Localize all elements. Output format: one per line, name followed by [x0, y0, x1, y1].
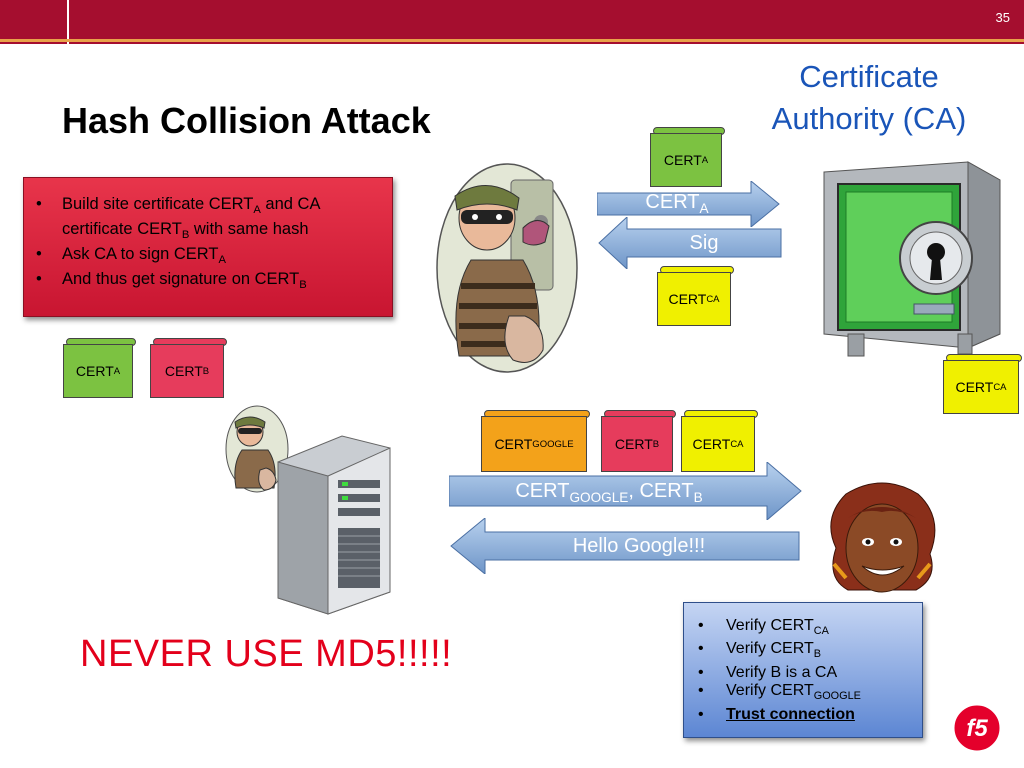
header-divider: [67, 0, 69, 44]
verify-step: Verify CERTB: [684, 640, 922, 663]
f5-logo-text: f5: [966, 715, 988, 742]
slide-title: Hash Collision Attack: [62, 100, 431, 141]
attack-steps-box: Build site certificate CERTA and CA cert…: [23, 177, 393, 317]
arrow-hello-from-client: Hello Google!!!: [449, 518, 801, 574]
ca-title-line2: Authority (CA): [771, 101, 967, 136]
attack-step: Ask CA to sign CERTA: [24, 245, 392, 270]
header-accent-line: [0, 39, 1024, 42]
verify-step: Verify CERTGOOGLE: [684, 682, 922, 705]
arrow-label: CERTGOOGLE, CERTB: [515, 480, 703, 505]
f5-logo-icon: f5: [952, 703, 1002, 758]
verify-steps-box: Verify CERTCA Verify CERTB Verify B is a…: [683, 602, 923, 738]
thief-icon: [224, 404, 290, 499]
verify-step: Verify B is a CA: [684, 664, 922, 683]
arrow-sig-from-ca: Sig: [597, 217, 783, 269]
arrow-label: Sig: [689, 232, 719, 254]
arrow-label: Hello Google!!!: [572, 535, 706, 557]
woman-icon: [818, 478, 946, 611]
warning-text: NEVER USE MD5!!!!!: [80, 633, 453, 675]
arrow-cert-a-to-ca: CERTA: [597, 181, 781, 227]
ca-title: Certificate Authority (CA): [738, 56, 1000, 140]
attack-step: And thus get signature on CERTB: [24, 270, 392, 295]
attack-step: Build site certificate CERTA and CA cert…: [24, 195, 392, 245]
thief-icon: [433, 156, 581, 379]
verify-step: Verify CERTCA: [684, 617, 922, 640]
arrow-certs-to-client: CERTGOOGLE, CERTB: [449, 462, 803, 520]
ca-title-line1: Certificate: [799, 59, 939, 94]
safe-icon: [818, 158, 1004, 368]
arrow-label: CERTA: [645, 191, 709, 216]
slide-number: 35: [995, 10, 1010, 25]
header-bar: [0, 0, 1024, 44]
server-icon: [258, 432, 394, 621]
verify-step-trust: Trust connection: [684, 706, 922, 725]
